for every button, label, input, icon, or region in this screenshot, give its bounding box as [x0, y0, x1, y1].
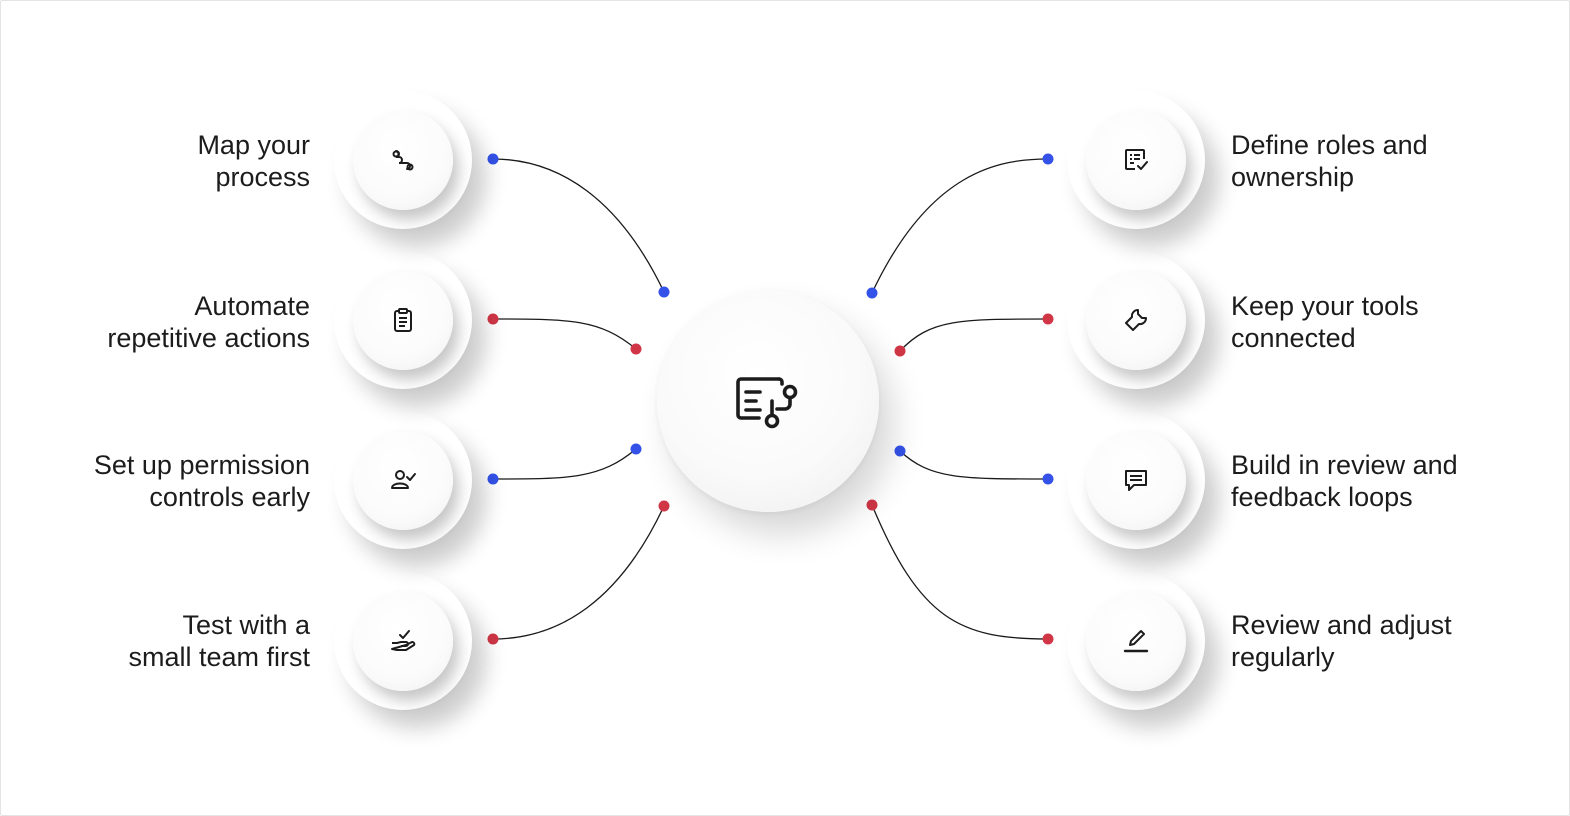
label-define-roles: Define roles and ownership [1231, 130, 1428, 192]
message-lines-icon [1125, 470, 1147, 491]
label-map-process: Map your process [197, 130, 310, 192]
label-automate-actions: Automate repetitive actions [107, 291, 310, 353]
node-review-adjust[interactable] [1067, 572, 1205, 710]
pencil-underline-icon [1123, 630, 1149, 653]
node-automate-actions[interactable] [334, 251, 472, 389]
clipboard-list-icon [394, 308, 412, 332]
hand-check-icon [391, 630, 416, 651]
label-tools-connected: Keep your tools connected [1231, 291, 1419, 353]
node-map-process[interactable] [334, 91, 472, 229]
wrench-icon [1125, 308, 1148, 331]
central-hub [657, 290, 879, 512]
route-icon [392, 150, 414, 171]
label-test-small-team: Test with a small team first [128, 610, 310, 672]
label-review-adjust: Review and adjust regularly [1231, 610, 1452, 672]
node-review-feedback[interactable] [1067, 411, 1205, 549]
node-tools-connected[interactable] [1067, 251, 1205, 389]
node-permission-controls[interactable] [334, 411, 472, 549]
checklist-icon [1125, 149, 1148, 170]
label-review-feedback: Build in review and feedback loops [1231, 450, 1458, 512]
label-permission-controls: Set up permission controls early [93, 450, 310, 512]
node-define-roles[interactable] [1067, 91, 1205, 229]
user-check-icon [391, 470, 416, 489]
node-test-small-team[interactable] [334, 572, 472, 710]
workflow-document-icon [736, 377, 798, 429]
